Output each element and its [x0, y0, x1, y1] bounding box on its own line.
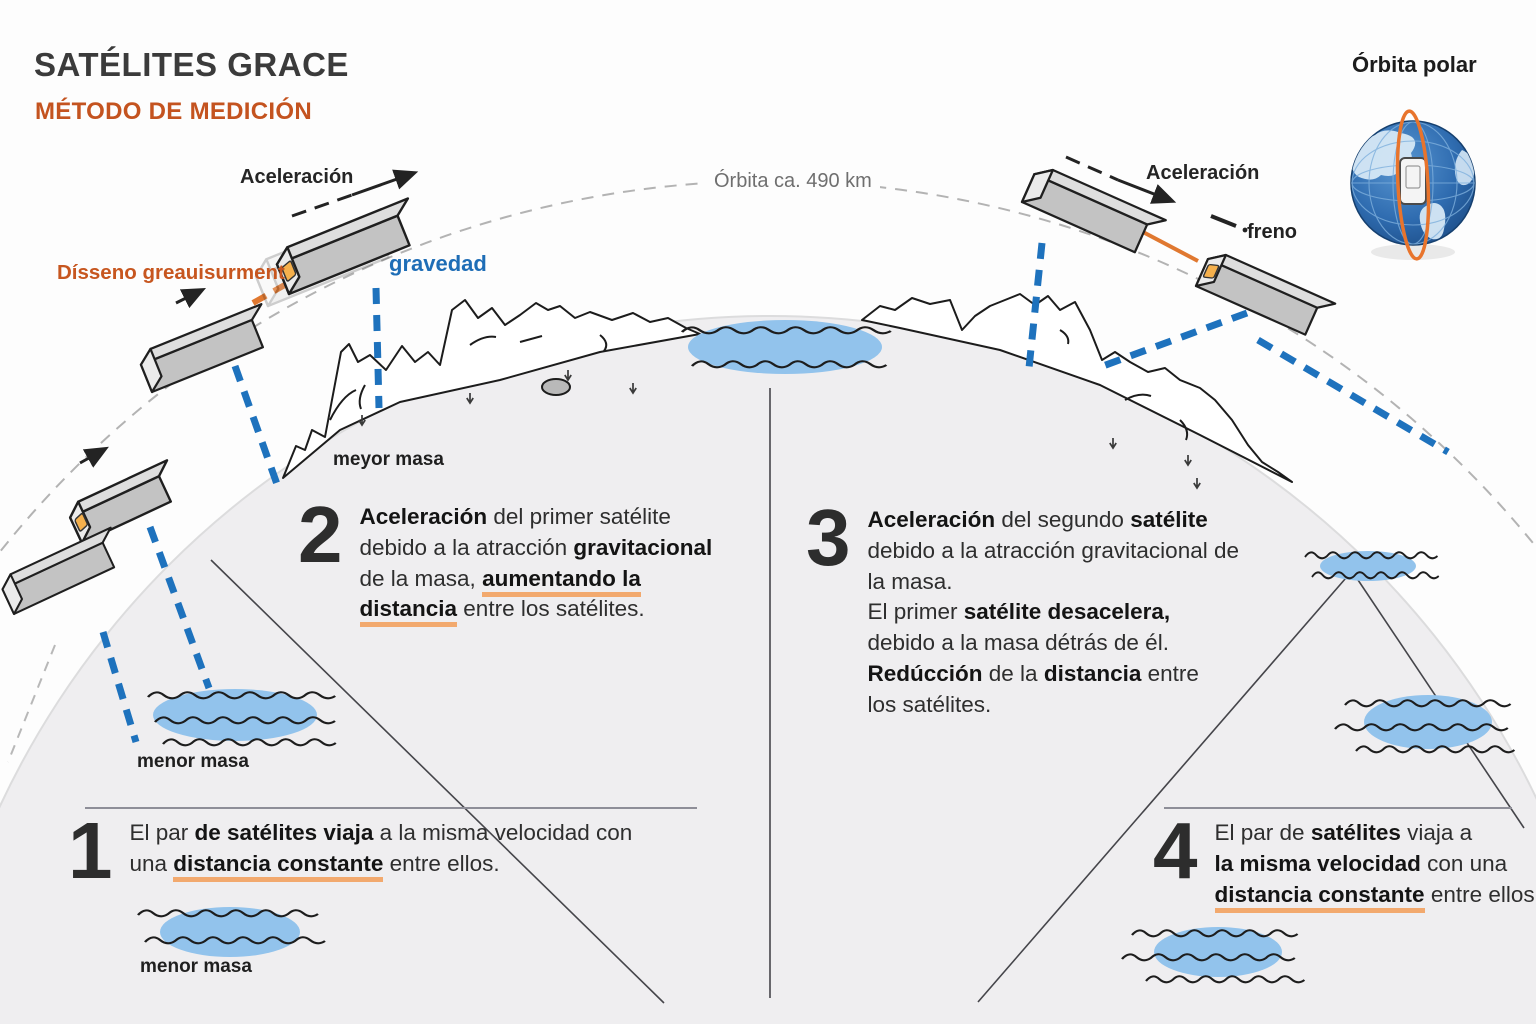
- water-right-small: [1304, 551, 1440, 581]
- acceleration-label-right: Aceleración: [1146, 162, 1260, 184]
- step-4: 4 El par de satélites viaja a la misma v…: [1153, 806, 1536, 913]
- step-2: 2 Aceleración del primer satélite debido…: [298, 490, 732, 628]
- water-left-mid: [146, 689, 338, 747]
- step-4-number: 4: [1153, 806, 1197, 895]
- brake-label: freno: [1247, 221, 1297, 243]
- step-4-text: El par de satélites viaja a la misma vel…: [1214, 818, 1536, 913]
- step-1-text: El par de satélites viaja a la misma vel…: [130, 818, 635, 882]
- satellite-low-left-front: [64, 459, 185, 545]
- smaller-mass-label-bottom: menor masa: [140, 956, 252, 977]
- page-title: SATÉLITES GRACE: [34, 46, 349, 83]
- satellite-low-left-rear: [0, 526, 128, 616]
- water-right-mid: [1333, 695, 1516, 754]
- water-bottom-left: [136, 907, 327, 957]
- satellite-top-left-rear: [135, 303, 278, 394]
- water-bottom-right: [1120, 927, 1306, 984]
- gravity-dashed-lines: [99, 242, 1450, 744]
- step-1-number: 1: [68, 806, 112, 895]
- orbit-altitude-label: Órbita ca. 490 km: [706, 170, 880, 193]
- acceleration-arrows: [79, 155, 1177, 468]
- earth-dome: [0, 315, 1536, 1024]
- satellite-right-front: [1194, 247, 1337, 342]
- step-1: 1 El par de satélites viaja a la misma v…: [68, 806, 635, 895]
- brake-dash: [1210, 214, 1248, 233]
- globe-satellite-icon: [1399, 157, 1427, 205]
- water-top-center: [680, 320, 893, 374]
- distance-measurement-label: Dísseno greauisurment: [57, 261, 285, 284]
- polar-orbit-globe: [1350, 109, 1476, 261]
- step-3-text: Aceleración del segundo satélite debido …: [867, 507, 1240, 717]
- smaller-mass-label-mid: menor masa: [137, 751, 249, 772]
- step-3-number: 3: [806, 493, 850, 582]
- acceleration-label-left: Aceleración: [240, 166, 354, 188]
- gravity-label: gravedad: [389, 251, 487, 276]
- step-3: 3 Aceleración del segundo satélite debid…: [806, 493, 1243, 721]
- polar-orbit-label: Órbita polar: [1352, 52, 1477, 77]
- page-subtitle: MÉTODO DE MEDICIÓN: [35, 98, 312, 125]
- satellite-top-left-front: [271, 197, 426, 296]
- step-2-number: 2: [298, 490, 342, 579]
- greater-mass-label: meyor masa: [333, 449, 444, 470]
- mountains-right: [861, 293, 1293, 483]
- polar-orbit-ring: [1395, 109, 1431, 261]
- step-2-text: Aceleración del primer satélite debido a…: [359, 502, 732, 628]
